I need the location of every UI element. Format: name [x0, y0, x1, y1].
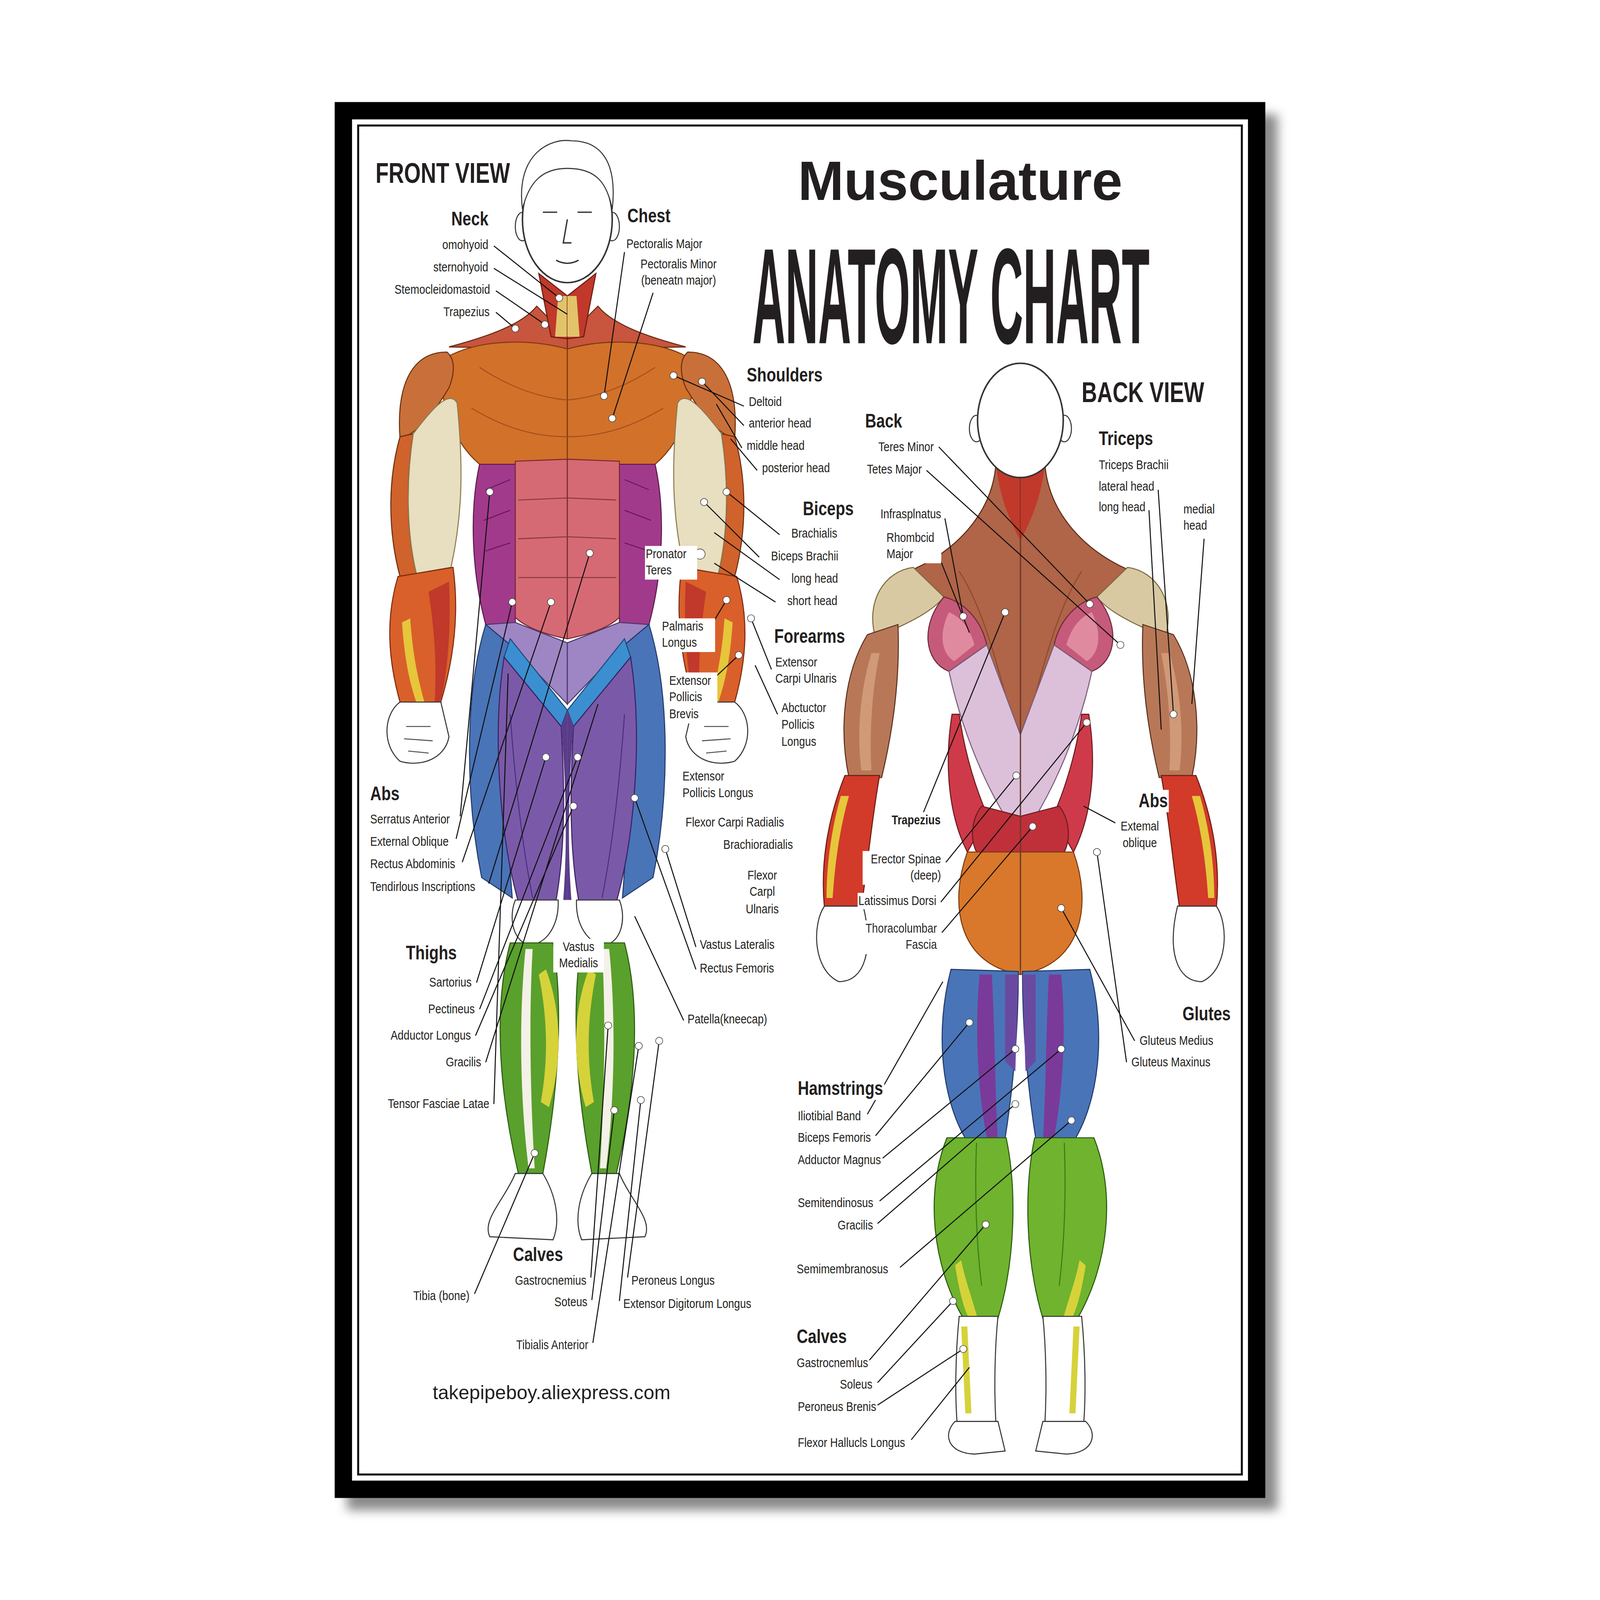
muscle-label: Abctuctor Pollicis Longus [780, 699, 833, 752]
leader-lines [456, 245, 1205, 1440]
muscle-label: Pronator Teres [644, 545, 698, 581]
muscle-label: Iliotibial Band [797, 1107, 863, 1125]
muscle-label: Rhombcid Major [885, 529, 942, 564]
muscle-label: Vastus Lateralis [698, 936, 776, 954]
view-heading: BACK VIEW [1081, 375, 1205, 410]
muscle-label: Extensor Pollicis Longus [681, 767, 757, 803]
muscle-label: Flexor Carpi Radialis [684, 813, 785, 831]
muscle-label: Pectoralis Major [625, 235, 704, 253]
muscle-label: posterior head [761, 459, 831, 477]
muscle-label: Semitendinosus [797, 1194, 875, 1212]
muscle-label: Gastrocnemlus [795, 1354, 869, 1372]
muscle-label: Rectus Femoris [698, 959, 775, 977]
muscle-label: Sartorius [428, 973, 473, 991]
muscle-label: Peroneus Longus [630, 1272, 716, 1290]
front-figure-half [567, 273, 748, 1241]
muscle-label: Trapezius [890, 811, 942, 829]
muscle-label: Peroneus Brenis [797, 1398, 878, 1416]
muscle-label: middle head [745, 437, 806, 455]
muscle-label: Gluteus Maxinus [1130, 1053, 1212, 1071]
muscle-label: Palmaris Longus [661, 617, 716, 653]
muscle-label: Tibialis Anterior [514, 1336, 589, 1354]
back-head [969, 363, 1072, 970]
muscle-label: Brachialis [790, 524, 838, 542]
front-head [515, 140, 620, 283]
muscle-label: Trapezius [442, 303, 491, 321]
muscle-label: sternohyoid [432, 258, 489, 276]
muscle-label: omohyoid [441, 236, 489, 254]
muscle-label: Infrasplnatus [879, 505, 942, 523]
muscle-label: Soteus [552, 1293, 588, 1311]
muscle-label: Biceps Femoris [797, 1129, 872, 1147]
back-figure-half [1020, 459, 1225, 1454]
front-figure-half [387, 273, 568, 1241]
muscle-label: Patella(kneecap) [686, 1010, 768, 1028]
chart-title: Musculature [602, 151, 1318, 212]
muscle-label: long head [1097, 498, 1147, 516]
group-heading: Shoulders [745, 363, 824, 388]
group-heading: Thighs [405, 941, 458, 965]
muscle-label: Extensor Pollicis Brevis [668, 672, 718, 724]
muscle-label: long head [790, 570, 839, 588]
muscle-label: Extensor Carpi Ulnaris [774, 653, 842, 689]
muscle-label: Rectus Abdominis [369, 855, 456, 873]
view-heading: FRONT VIEW [375, 156, 510, 191]
muscle-label: lateral head [1097, 477, 1155, 496]
group-heading: Abs [1137, 789, 1169, 813]
muscle-label: Pectineus [427, 1000, 476, 1018]
group-heading: Neck [449, 207, 489, 232]
muscle-label: Flexor Carpl Ulnaris [741, 866, 784, 919]
muscle-label: Brachioradialis [722, 836, 794, 854]
muscle-label: Extemal oblique [1115, 817, 1165, 853]
muscle-label: Stemocleidomastoid [393, 281, 492, 299]
watermark: takepipeboy.aliexpress.com [432, 1381, 671, 1405]
back-figure-half [816, 459, 1021, 1454]
muscle-label: Pectoralis Minor (beneatn major) [632, 255, 725, 291]
muscle-label: Flexor Hallucls Longus [797, 1434, 907, 1452]
muscle-label: Gluteus Medius [1138, 1032, 1215, 1050]
muscle-label: Adductor Magnus [797, 1151, 882, 1169]
muscle-label: Tensor Fasciae Latae [386, 1095, 490, 1113]
muscle-label: External Oblique [369, 833, 450, 851]
muscle-label: Teres Minor [877, 438, 935, 456]
muscle-label: Extensor Digitorum Longus [622, 1295, 753, 1313]
group-heading: Calves [512, 1243, 564, 1267]
muscle-label: Adductor Longus [389, 1026, 472, 1045]
group-heading: Biceps [801, 497, 855, 521]
muscle-label: Semimembranosus [795, 1260, 889, 1278]
group-heading: Chest [626, 204, 672, 229]
muscle-label: Tetes Major [865, 460, 923, 478]
group-heading: Forearms [773, 625, 846, 649]
muscle-label: Soleus [839, 1375, 874, 1394]
muscle-label: Triceps Brachii [1097, 456, 1170, 474]
group-heading: Hamstrings [797, 1077, 884, 1101]
muscle-label: Tendirlous Inscriptions [369, 878, 476, 896]
muscle-label: medial head [1182, 500, 1224, 536]
chart-title: ANATOMY CHART [604, 228, 1298, 364]
muscle-label: Serratus Anterior [369, 810, 451, 828]
group-heading: Triceps [1097, 427, 1155, 451]
group-heading: Calves [795, 1325, 848, 1349]
marker-dots [486, 294, 1177, 1353]
group-heading: Glutes [1181, 1002, 1232, 1027]
muscle-label: Deltoid [748, 393, 783, 411]
muscle-label: short head [786, 592, 838, 610]
muscle-label: Gastrocnemius [513, 1272, 587, 1290]
muscle-label: Latissimus Dorsi [857, 892, 937, 910]
muscle-label: Thoracolumbar Fascia [857, 919, 938, 955]
muscle-label: Erector Spinae (deep) [862, 850, 942, 886]
group-heading: Abs [369, 782, 401, 806]
muscle-label: Biceps Brachii [769, 547, 839, 565]
group-heading: Back [864, 409, 903, 434]
muscle-label: Gracilis [836, 1216, 874, 1234]
muscle-label: Tibia (bone) [412, 1287, 471, 1305]
muscle-label: Gracilis [444, 1053, 482, 1071]
muscle-label: anterior head [748, 414, 813, 432]
muscle-label: Vastus Medialis [553, 938, 604, 973]
